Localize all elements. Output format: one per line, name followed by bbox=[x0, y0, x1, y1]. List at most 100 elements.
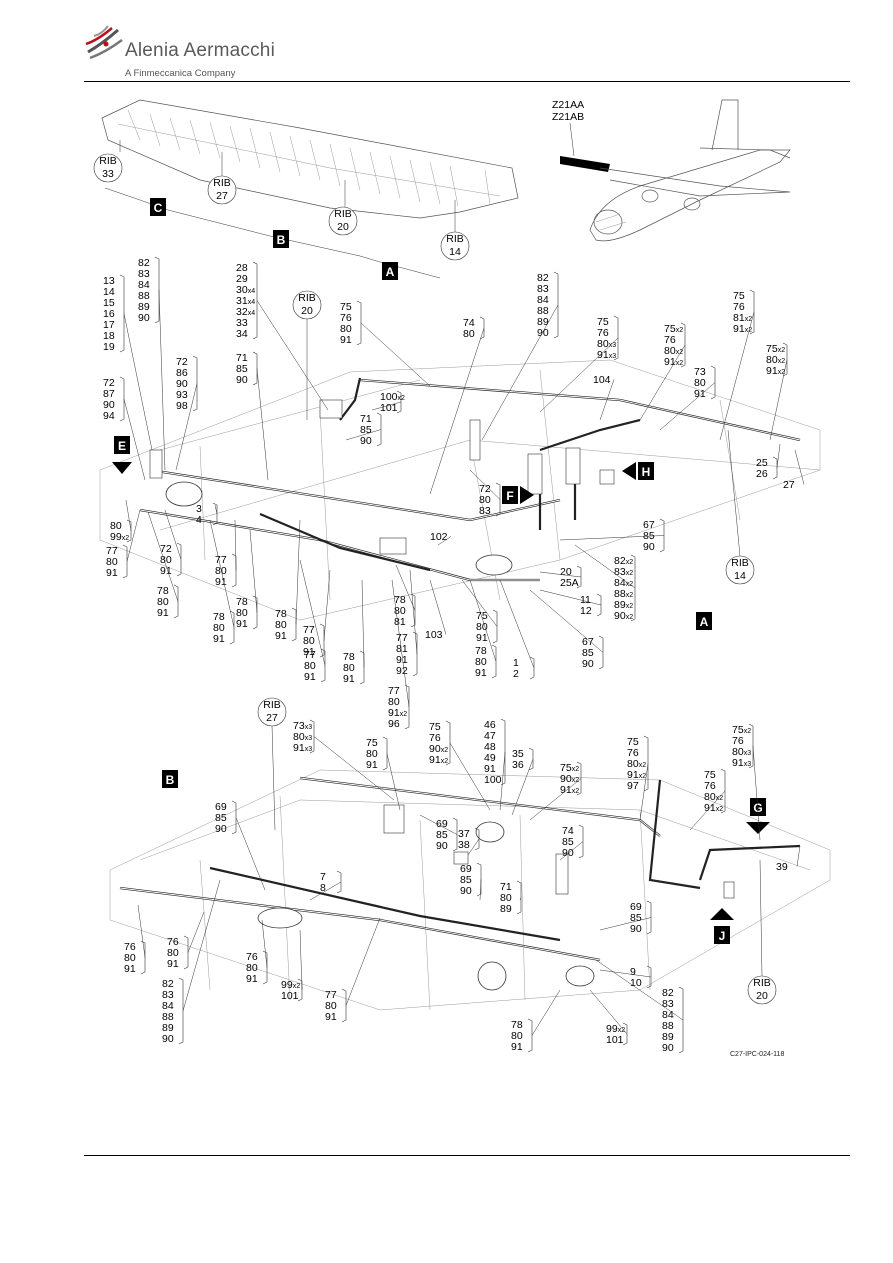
callout-item: 76 bbox=[627, 747, 639, 759]
callout-item: 13 bbox=[103, 275, 115, 287]
callout-item: 80 bbox=[366, 748, 378, 760]
header-rule bbox=[84, 81, 850, 82]
svg-text:RIB: RIB bbox=[263, 699, 281, 711]
callouts-section-a: 8283848889901314151617181972879094728690… bbox=[103, 256, 805, 730]
callout-item: 75 bbox=[340, 301, 352, 313]
callout-item: 8 bbox=[320, 882, 326, 894]
callout-item: 69 bbox=[630, 901, 642, 913]
callout-item: 78 bbox=[213, 611, 225, 623]
callout-item: 80 bbox=[236, 607, 248, 619]
callout-item: 90 bbox=[582, 658, 594, 670]
callout-item: 78 bbox=[157, 585, 169, 597]
callout-item: 80 bbox=[388, 696, 400, 708]
callout-stack: 104 bbox=[593, 374, 615, 421]
section-b-tag: B bbox=[273, 230, 289, 248]
alenia-logo-icon bbox=[85, 25, 123, 60]
callout-item: 80 bbox=[304, 660, 316, 672]
callout-item: 83 bbox=[662, 998, 674, 1010]
rib-27-label: RIB 27 bbox=[207, 175, 237, 205]
callout-item: 91 bbox=[157, 607, 169, 619]
callout-item: 12 bbox=[580, 605, 592, 617]
callout-item: 36 bbox=[512, 759, 524, 771]
svg-text:33: 33 bbox=[102, 168, 114, 180]
callout-item: 80 bbox=[106, 556, 118, 568]
callout-item: 88 bbox=[662, 1020, 674, 1032]
callout-item: 78 bbox=[236, 596, 248, 608]
callout-item: 78 bbox=[275, 608, 287, 620]
callout-stack: 39 bbox=[776, 845, 801, 873]
brand-name: Alenia Aermacchi bbox=[125, 40, 275, 61]
callout-item: 91 bbox=[476, 632, 488, 644]
callout-item: 78 bbox=[475, 645, 487, 657]
callout-item: 91 bbox=[213, 633, 225, 645]
callout-item: 76 bbox=[733, 301, 745, 313]
callout-item: 91x3 bbox=[732, 757, 751, 769]
callout-item: 28 bbox=[236, 262, 248, 274]
callout-stack: 34 bbox=[196, 502, 218, 526]
callout-item: 77 bbox=[325, 989, 337, 1001]
callout-item: 82 bbox=[662, 987, 674, 999]
section-b-structure bbox=[109, 769, 831, 1011]
svg-text:G: G bbox=[753, 801, 762, 815]
callout-item: 75x2 bbox=[732, 724, 751, 736]
callout-item: 85 bbox=[215, 812, 227, 824]
section-a-structure bbox=[99, 359, 821, 621]
callout-item: 71 bbox=[236, 352, 248, 364]
callout-item: 77 bbox=[304, 649, 316, 661]
callout-item: 90 bbox=[460, 885, 472, 897]
svg-text:F: F bbox=[506, 489, 513, 503]
svg-text:RIB: RIB bbox=[731, 557, 749, 569]
rib-33-label: RIB 33 bbox=[93, 153, 123, 183]
svg-text:27: 27 bbox=[216, 190, 228, 202]
callout-item: 3 bbox=[196, 503, 202, 515]
callout-item: 93 bbox=[176, 389, 188, 401]
callout-item: 75 bbox=[429, 721, 441, 733]
callout-item: 29 bbox=[236, 273, 248, 285]
callout-item: 7 bbox=[320, 871, 326, 883]
callout-item: 80 bbox=[500, 892, 512, 904]
callout-item: 89 bbox=[162, 1022, 174, 1034]
callout-item: 76 bbox=[340, 312, 352, 324]
svg-text:RIB: RIB bbox=[753, 977, 771, 989]
callout-item: 91x3 bbox=[597, 349, 616, 361]
svg-text:RIB: RIB bbox=[298, 292, 316, 304]
callout-item: 97 bbox=[627, 780, 639, 792]
callout-item: 80x3 bbox=[732, 746, 751, 758]
svg-text:H: H bbox=[642, 465, 651, 479]
callout-item: 91 bbox=[215, 576, 227, 588]
callout-item: 99x2 bbox=[281, 979, 300, 991]
callout-item: 32x4 bbox=[236, 306, 255, 318]
callout-item: 72 bbox=[176, 356, 188, 368]
callout-item: 72 bbox=[479, 483, 491, 495]
callout-item: 90 bbox=[236, 374, 248, 386]
callout-item: 85 bbox=[562, 836, 574, 848]
callout-item: 91x2 bbox=[733, 323, 752, 335]
svg-text:A: A bbox=[386, 265, 395, 279]
callout-stack: 78 bbox=[309, 870, 342, 901]
callout-item: 75x2 bbox=[664, 323, 683, 335]
view-j-tag: J bbox=[710, 908, 734, 944]
callout-item: 83 bbox=[138, 268, 150, 280]
callout-item: 91 bbox=[246, 973, 258, 985]
